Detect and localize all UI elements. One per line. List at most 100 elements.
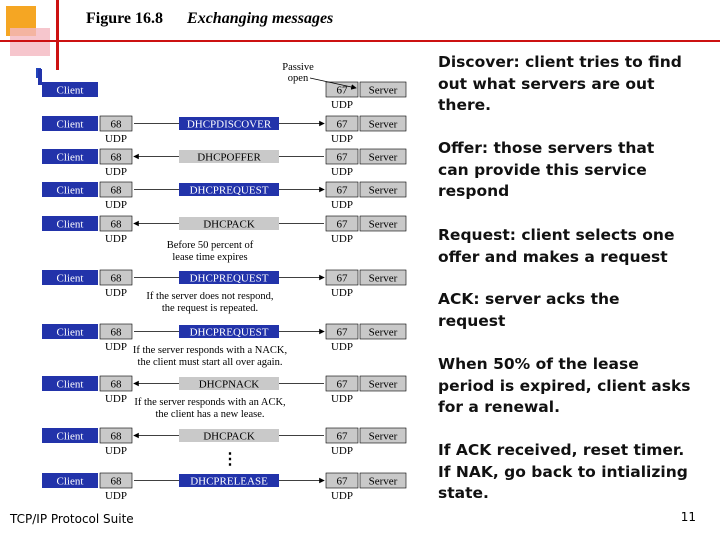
message-label-box <box>179 429 279 442</box>
server-udp: UDP <box>331 490 353 502</box>
server-port-box <box>325 81 359 98</box>
server-port-box <box>325 427 359 444</box>
client-port-box <box>99 323 133 340</box>
client-box <box>42 149 98 164</box>
server-label: Server <box>369 273 398 285</box>
page-number: 11 <box>680 510 696 524</box>
client-udp: UDP <box>105 341 127 353</box>
server-label: Server <box>369 219 398 231</box>
server-port-box <box>325 215 359 232</box>
client-label: Client <box>57 152 84 164</box>
bullet-item: If ACK received, reset timer.If NAK, go … <box>438 440 714 505</box>
server-udp: UDP <box>331 233 353 245</box>
side-marker <box>38 69 42 85</box>
message-label: DHCPOFFER <box>197 152 261 164</box>
bullet-line: there. <box>438 96 492 114</box>
client-box <box>42 216 98 231</box>
server-box <box>359 115 407 132</box>
server-port-box <box>325 148 359 165</box>
server-port: 67 <box>337 431 349 443</box>
client-label: Client <box>57 85 84 97</box>
client-port: 68 <box>111 273 123 285</box>
server-udp: UDP <box>331 341 353 353</box>
client-udp: UDP <box>105 393 127 405</box>
client-box <box>42 376 98 391</box>
client-port-box <box>99 115 133 132</box>
server-port: 67 <box>337 327 349 339</box>
bullet-line: state. <box>438 484 489 502</box>
note-text: lease time expires <box>172 252 247 263</box>
note-text: If the server does not respond, <box>146 291 273 302</box>
client-udp: UDP <box>105 199 127 211</box>
server-label: Server <box>369 152 398 164</box>
bullet-line: Offer: those servers that <box>438 139 655 157</box>
passive-open-arrow <box>309 77 357 90</box>
client-port-box <box>99 375 133 392</box>
client-port-box <box>99 215 133 232</box>
server-label: Server <box>369 431 398 443</box>
server-udp: UDP <box>331 166 353 178</box>
corner-decoration <box>0 0 720 80</box>
bullet-line: out what servers are out <box>438 74 655 93</box>
server-box <box>359 472 407 489</box>
client-port: 68 <box>111 152 123 164</box>
message-label: DHCPDISCOVER <box>187 119 272 131</box>
server-port: 67 <box>337 219 349 231</box>
message-label: DHCPREQUEST <box>190 273 269 285</box>
bullet-line: When 50% of the lease <box>438 355 639 373</box>
bullet-item: Request: client selects one offer and mak… <box>438 225 714 268</box>
server-port: 67 <box>337 119 349 131</box>
server-port-box <box>325 375 359 392</box>
bullet-line: can provide this service <box>438 160 647 179</box>
bullet-line: offer and makes a request <box>438 247 668 266</box>
client-port-box <box>99 269 133 286</box>
note-text: the client has a new lease. <box>155 409 264 420</box>
client-label: Client <box>57 431 84 443</box>
server-udp: UDP <box>331 287 353 299</box>
client-box <box>42 428 98 443</box>
client-label: Client <box>57 273 84 285</box>
server-port-box <box>325 472 359 489</box>
client-port: 68 <box>111 379 123 391</box>
message-label: DHCPNACK <box>199 379 260 391</box>
server-box <box>359 181 407 198</box>
message-label-box <box>179 150 279 163</box>
client-udp: UDP <box>105 133 127 145</box>
message-label-box <box>179 474 279 487</box>
pink-square <box>10 28 50 56</box>
server-port-box <box>325 115 359 132</box>
client-label: Client <box>57 185 84 197</box>
server-port-box <box>325 323 359 340</box>
bullet-line: Request: client selects one <box>438 226 675 244</box>
message-label-box <box>179 183 279 196</box>
client-port: 68 <box>111 431 123 443</box>
bullet-item: When 50% of the lease period is expired, … <box>438 354 714 419</box>
server-box <box>359 427 407 444</box>
message-label: DHCPRELEASE <box>190 476 268 488</box>
message-label-box <box>179 271 279 284</box>
bullet-line: If ACK received, reset timer. <box>438 441 685 459</box>
message-label-box <box>179 117 279 130</box>
red-rule-vertical <box>56 0 59 70</box>
client-port-box <box>99 181 133 198</box>
note-text: Before 50 percent of <box>167 240 254 251</box>
server-box <box>359 323 407 340</box>
server-udp: UDP <box>331 393 353 405</box>
client-port: 68 <box>111 185 123 197</box>
ellipsis: ⋮ <box>222 451 238 468</box>
message-label-box <box>179 217 279 230</box>
server-port: 67 <box>337 85 349 97</box>
server-port-box <box>325 181 359 198</box>
bullet-line: period is expired, client asks <box>438 376 691 395</box>
server-label: Server <box>369 185 398 197</box>
server-label: Server <box>369 119 398 131</box>
server-box <box>359 81 407 98</box>
server-box <box>359 375 407 392</box>
bullet-item: Offer: those servers that can provide thi… <box>438 138 714 203</box>
figure-number: Figure 16.8 <box>86 10 164 27</box>
server-port: 67 <box>337 185 349 197</box>
client-port: 68 <box>111 119 123 131</box>
